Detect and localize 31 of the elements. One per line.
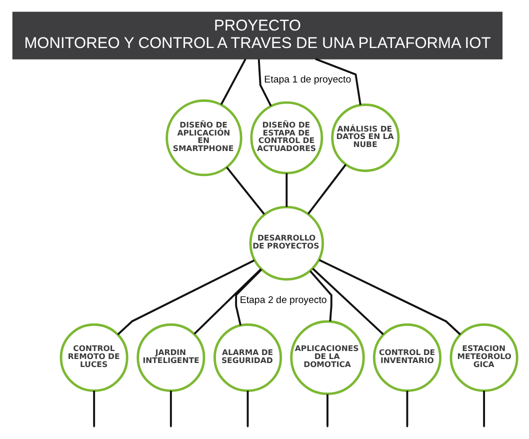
connector	[314, 58, 361, 106]
edge-label: Etapa 2 de proyecto	[239, 294, 326, 306]
node-circle: CONTROL REMOTO DE LUCES	[59, 323, 128, 392]
connector	[309, 270, 332, 322]
connector	[234, 268, 262, 326]
node-circle: DISEÑO DE ESTAPA DE CONTROL DE ACTUADORES	[250, 101, 323, 174]
connector	[318, 259, 460, 336]
connector	[193, 268, 262, 334]
connector	[257, 59, 272, 106]
connector	[92, 390, 95, 426]
connector	[116, 260, 254, 336]
edge-label: Etapa 1 de proyecto	[264, 74, 351, 86]
connector	[220, 58, 246, 105]
node-box: PROYECTO MONITOREO Y CONTROL A TRAVES DE UNA PLATAFORMA IOT	[12, 12, 502, 60]
connector	[285, 173, 288, 207]
connector	[307, 164, 346, 214]
connector	[226, 166, 264, 215]
node-circle: CONTROL DE INVENTARIO	[372, 323, 441, 392]
node-circle: ANÁLISIS DE DATOS EN LA NUBE	[330, 104, 400, 172]
node-circle: APLICACIONES DE LA DOMOTICA	[290, 320, 364, 396]
node-circle: DISEÑO DE APLICACIÓN EN SMARTPHONE	[165, 99, 242, 176]
connector	[169, 390, 172, 426]
node-circle: JARDIN INTELIGENTE	[136, 323, 205, 392]
connector	[326, 394, 328, 426]
node-circle: DESARROLLO DE PROYECTOS	[248, 206, 324, 281]
connector	[312, 268, 384, 335]
connector	[246, 390, 248, 426]
node-circle: ESTACION METEOROLO GICA	[449, 323, 518, 392]
connector	[406, 390, 408, 426]
node-circle: ALARMA DE SEGURIDAD	[212, 323, 282, 392]
connector	[482, 390, 485, 426]
